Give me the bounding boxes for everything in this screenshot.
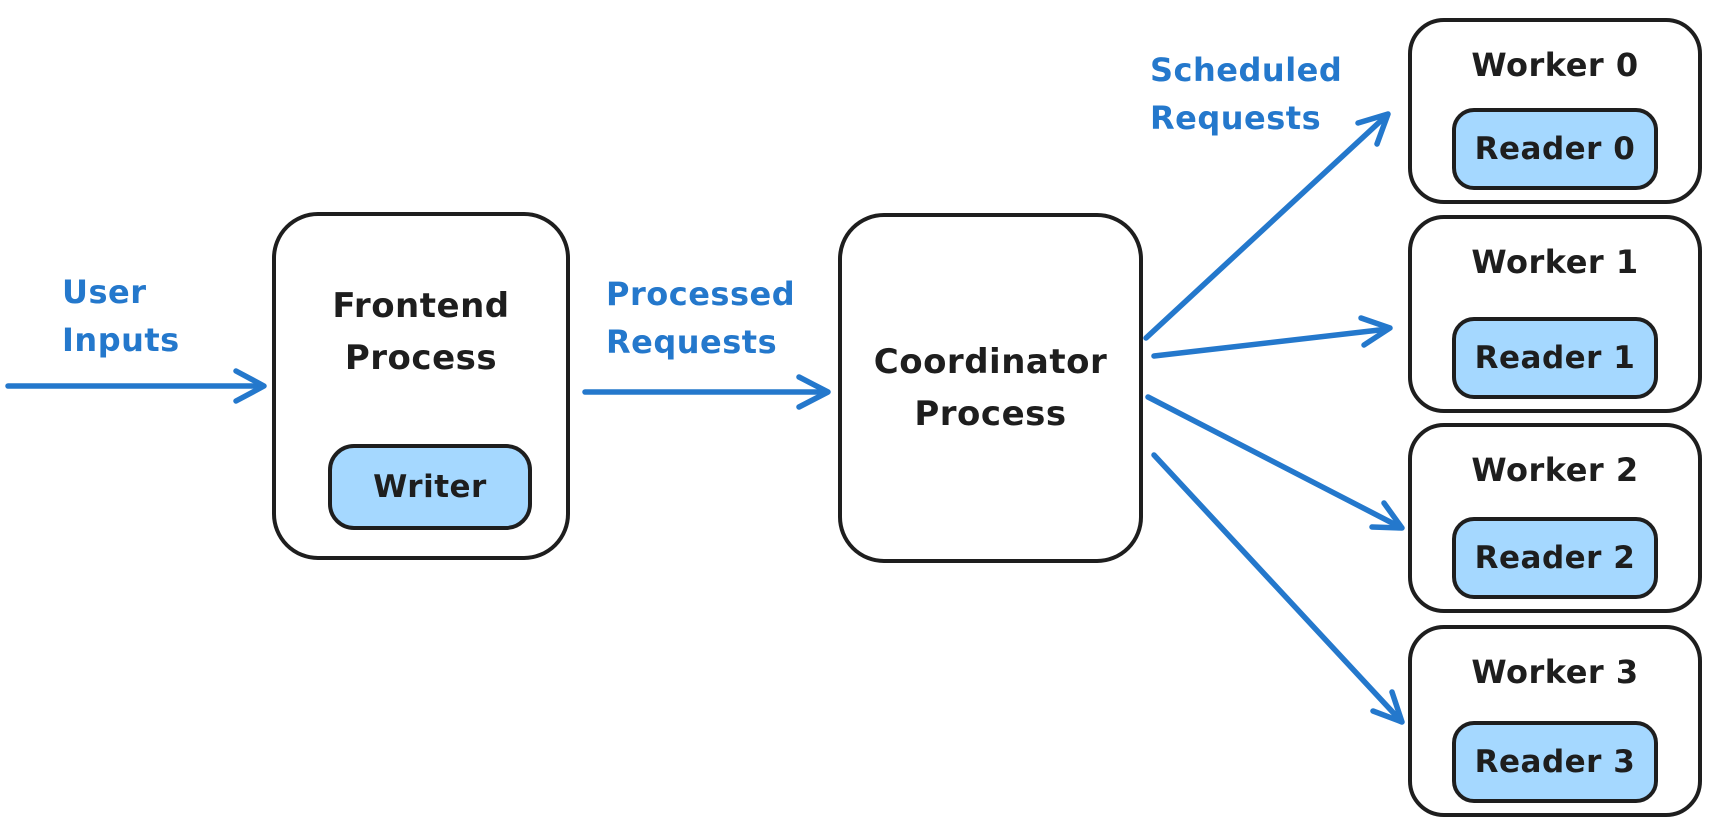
worker-1-node: Worker 1 Reader 1	[1408, 215, 1702, 413]
reader-1-label: Reader 1	[1474, 340, 1636, 376]
processed-requests-label-line1: Processed	[606, 275, 796, 313]
worker-3-title: Worker 3	[1471, 653, 1639, 691]
reader-0-label: Reader 0	[1474, 131, 1636, 167]
scheduled-arrow-worker-1	[1151, 315, 1393, 359]
worker-2-title: Worker 2	[1471, 451, 1639, 489]
processed-requests-label-line2: Requests	[606, 323, 778, 361]
user-inputs-label: User Inputs	[62, 268, 180, 364]
coordinator-process-title-line1: Coordinator	[873, 342, 1108, 382]
worker-1-title: Worker 1	[1471, 243, 1639, 281]
scheduled-requests-label-line2: Requests	[1150, 99, 1322, 137]
reader-1-badge: Reader 1	[1452, 317, 1658, 399]
processed-requests-label: Processed Requests	[606, 270, 795, 366]
writer-badge: Writer	[328, 444, 532, 530]
user-inputs-label-line2: Inputs	[62, 321, 180, 359]
writer-label: Writer	[373, 469, 487, 505]
coordinator-process-node: Coordinator Process	[838, 213, 1143, 563]
coordinator-process-title: Coordinator Process	[874, 336, 1107, 440]
user-inputs-label-line1: User	[62, 273, 147, 311]
frontend-process-node: Frontend Process Writer	[272, 212, 570, 560]
reader-3-label: Reader 3	[1474, 744, 1636, 780]
scheduled-requests-label-line1: Scheduled	[1150, 51, 1343, 89]
worker-3-node: Worker 3 Reader 3	[1408, 625, 1702, 817]
processed-requests-arrow	[582, 374, 831, 410]
frontend-process-title-line1: Frontend	[332, 286, 510, 326]
user-inputs-arrow	[5, 368, 267, 404]
scheduled-arrow-worker-0	[1143, 111, 1391, 341]
worker-0-node: Worker 0 Reader 0	[1408, 18, 1702, 204]
reader-2-label: Reader 2	[1474, 540, 1636, 576]
reader-3-badge: Reader 3	[1452, 721, 1658, 803]
scheduled-arrow-worker-2	[1145, 394, 1405, 531]
worker-2-node: Worker 2 Reader 2	[1408, 423, 1702, 613]
frontend-process-title: Frontend Process	[276, 280, 566, 384]
worker-0-title: Worker 0	[1471, 46, 1639, 84]
reader-0-badge: Reader 0	[1452, 108, 1658, 190]
frontend-process-title-line2: Process	[344, 338, 498, 378]
coordinator-process-title-line2: Process	[914, 394, 1067, 434]
reader-2-badge: Reader 2	[1452, 517, 1658, 599]
scheduled-requests-label: Scheduled Requests	[1150, 46, 1342, 142]
scheduled-arrow-worker-3	[1151, 452, 1405, 725]
